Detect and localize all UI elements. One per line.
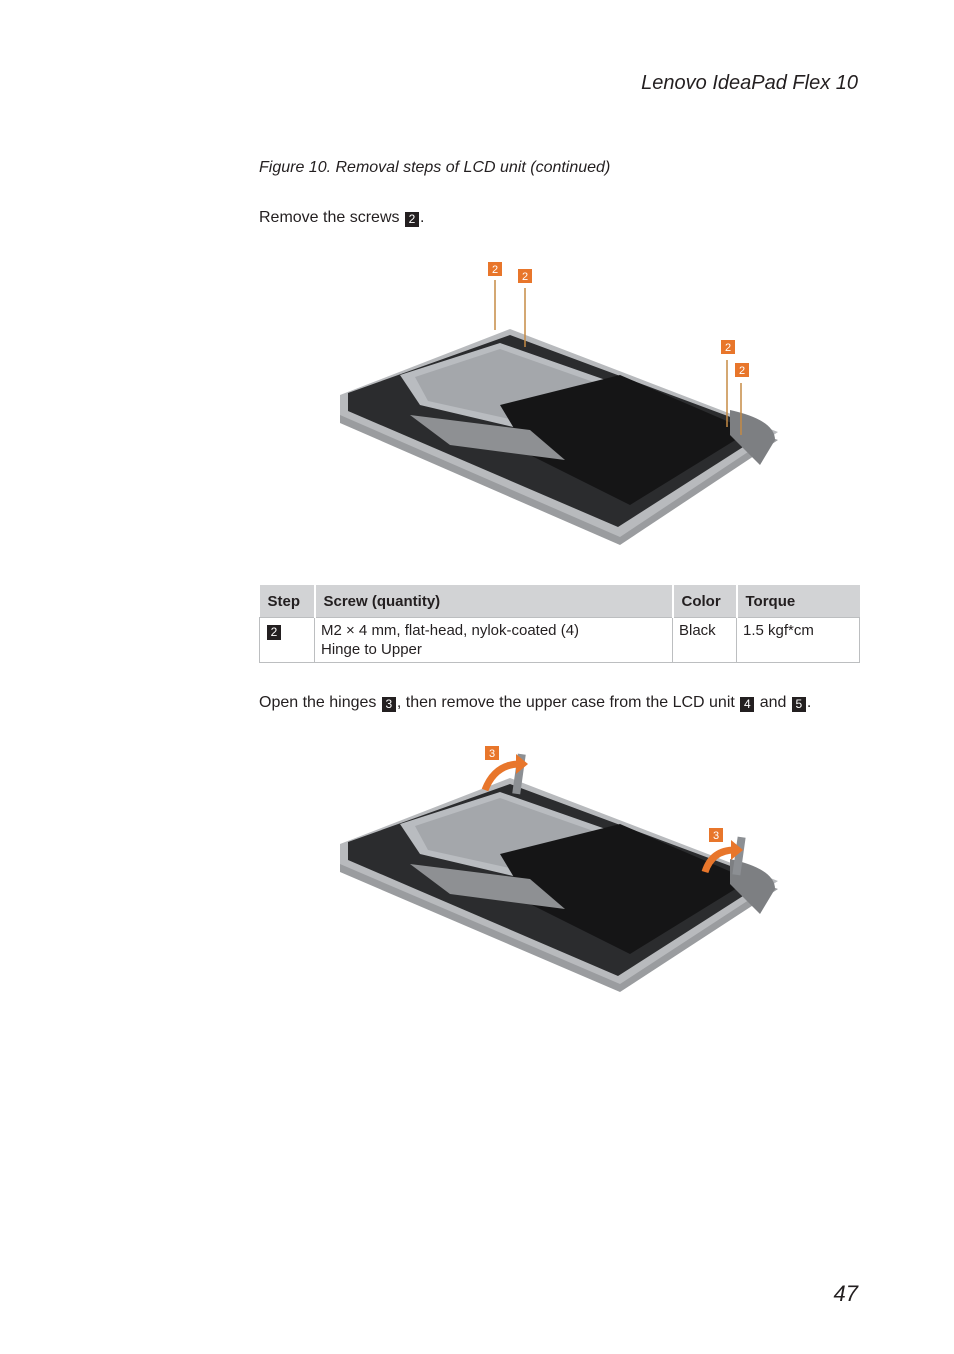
- step-badge: 5: [791, 697, 806, 712]
- laptop-illustration: 2 2 2 2: [340, 262, 778, 545]
- screw-spec-table: Step Screw (quantity) Color Torque 2 M2 …: [259, 585, 860, 663]
- instruction-text: and: [755, 694, 791, 711]
- column-header-screw: Screw (quantity): [314, 585, 674, 618]
- callout-badge: 2: [518, 269, 532, 283]
- cell-screw: M2 × 4 mm, flat-head, nylok-coated (4) H…: [314, 617, 673, 663]
- instruction-text: Open the hinges: [259, 694, 381, 711]
- instruction-open-hinges: Open the hinges 3, then remove the upper…: [259, 694, 811, 712]
- cell-torque: 1.5 kgf*cm: [736, 617, 860, 663]
- instruction-remove-screws: Remove the screws 2.: [259, 209, 424, 227]
- page-number: 47: [833, 1281, 858, 1306]
- callout-badge: 2: [735, 363, 749, 377]
- instruction-text: Remove the screws: [259, 209, 404, 226]
- screw-spec: M2 × 4 mm, flat-head, nylok-coated (4): [321, 622, 580, 639]
- svg-text:2: 2: [522, 271, 528, 283]
- step-badge: 2: [404, 212, 419, 227]
- instruction-text: .: [419, 209, 425, 226]
- cell-step: 2: [259, 617, 315, 663]
- laptop-figure-hinges: 3 3: [330, 742, 790, 1002]
- svg-text:2: 2: [492, 264, 498, 276]
- step-badge: 3: [381, 697, 396, 712]
- callout-badge: 2: [488, 262, 502, 276]
- step-badge: 2: [267, 625, 281, 640]
- column-header-step: Step: [259, 585, 316, 618]
- figure-caption: Figure 10. Removal steps of LCD unit (co…: [259, 159, 611, 176]
- svg-text:3: 3: [489, 748, 495, 760]
- screw-location: Hinge to Upper: [321, 641, 422, 658]
- table-row: 2 M2 × 4 mm, flat-head, nylok-coated (4)…: [259, 617, 860, 663]
- callout-badge: 3: [485, 746, 499, 760]
- column-header-color: Color: [672, 585, 738, 618]
- header-title: Lenovo IdeaPad Flex 10: [641, 72, 858, 94]
- laptop-illustration: 3 3: [340, 746, 778, 992]
- callout-badge: 2: [721, 340, 735, 354]
- svg-text:2: 2: [725, 342, 731, 354]
- table-header-row: Step Screw (quantity) Color Torque: [259, 585, 860, 618]
- laptop-figure-screws: 2 2 2 2: [330, 255, 790, 555]
- cell-color: Black: [672, 617, 737, 663]
- instruction-text: , then remove the upper case from the LC…: [396, 694, 740, 711]
- svg-text:3: 3: [713, 830, 719, 842]
- column-header-torque: Torque: [736, 585, 860, 618]
- callout-badge: 3: [709, 828, 723, 842]
- svg-text:2: 2: [739, 365, 745, 377]
- instruction-text: .: [806, 694, 812, 711]
- step-badge: 4: [740, 697, 755, 712]
